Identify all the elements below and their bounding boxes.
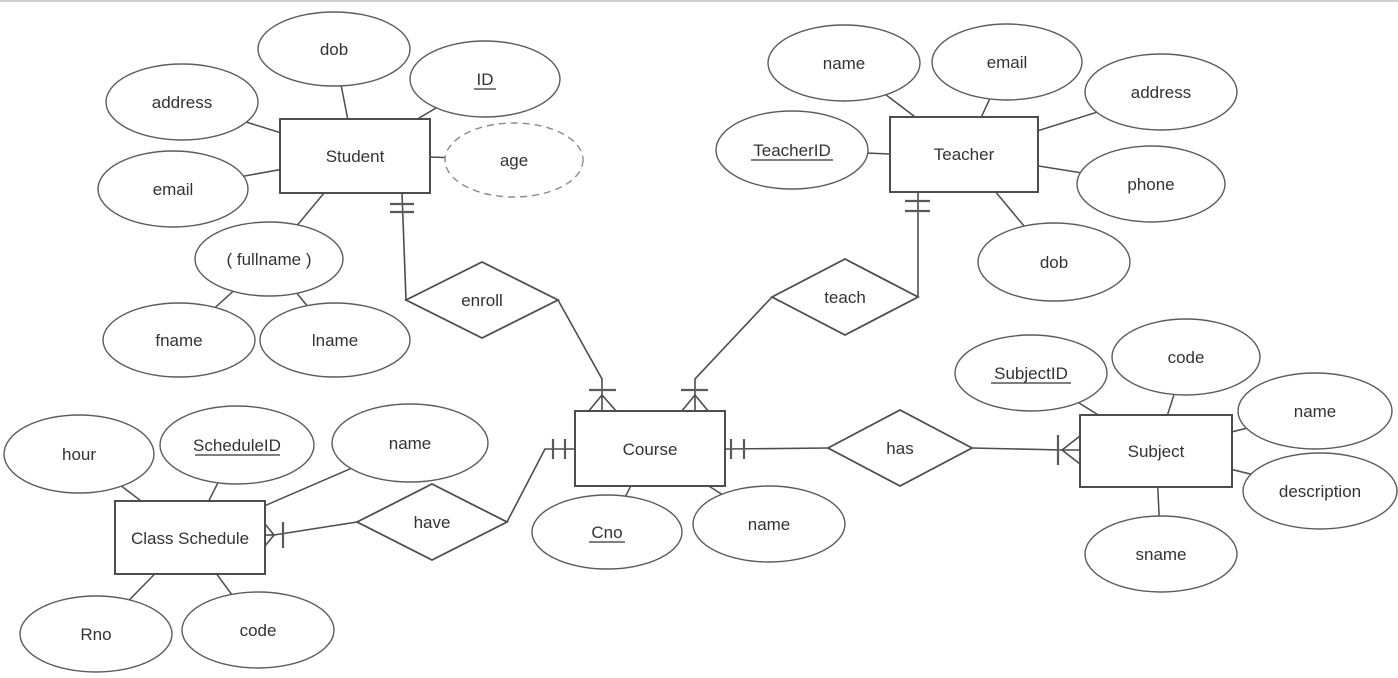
attr-label: email <box>987 53 1028 72</box>
relationship-has-label: has <box>886 439 913 458</box>
line-student-enroll <box>401 192 407 301</box>
line-enroll-course <box>557 299 603 412</box>
entity-teacher-label: Teacher <box>934 145 995 164</box>
attribute-teacher-dob <box>977 222 1131 302</box>
entity-course-label: Course <box>623 440 678 459</box>
attr-label: lname <box>312 331 358 350</box>
attr-label: code <box>1168 348 1205 367</box>
attr-label: fname <box>155 331 202 350</box>
relationship-teach <box>770 257 920 337</box>
attr-label: name <box>389 434 432 453</box>
line-teach-course <box>694 296 773 412</box>
attribute-course-cno <box>531 494 683 570</box>
attr-label: code <box>240 621 277 640</box>
attr-label: hour <box>62 445 96 464</box>
attr-label-pk: ScheduleID <box>193 436 281 455</box>
attribute-subject-sname <box>1084 515 1238 593</box>
entity-student <box>279 118 431 194</box>
entity-nodes <box>114 116 1233 575</box>
attr-label-pk: TeacherID <box>753 141 830 160</box>
attribute-student-id <box>409 40 561 118</box>
attribute-course-name <box>692 485 846 563</box>
relationship-has <box>826 408 974 488</box>
attribute-schedule-hour <box>3 414 155 494</box>
entity-course <box>574 410 726 487</box>
attribute-schedule-scheduleid <box>159 405 315 485</box>
attr-label-pk: Cno <box>591 523 622 542</box>
entity-class-schedule <box>114 500 266 575</box>
crows-foot <box>587 393 618 413</box>
attribute-teacher-teacherid <box>715 110 869 190</box>
attribute-schedule-code <box>181 591 335 669</box>
attribute-student-fullname <box>194 221 344 297</box>
relationship-teach-label: teach <box>824 288 866 307</box>
cardinality-marks <box>264 199 1081 548</box>
attribute-subject-subjectid <box>954 334 1108 412</box>
attribute-student-lname <box>259 302 411 378</box>
entity-teacher <box>889 116 1039 193</box>
attribute-teacher-email <box>931 23 1083 101</box>
attribute-student-dob <box>257 11 411 87</box>
attribute-nodes <box>3 11 1398 673</box>
attr-label-composite: ( fullname ) <box>226 250 311 269</box>
entity-subject-label: Subject <box>1128 442 1185 461</box>
attribute-student-address <box>105 63 259 141</box>
attr-label: dob <box>1040 253 1068 272</box>
entity-class-schedule-label: Class Schedule <box>131 529 249 548</box>
relationship-nodes <box>355 257 974 562</box>
entity-subject <box>1079 414 1233 488</box>
relationship-have <box>355 482 509 562</box>
attr-label: address <box>152 93 212 112</box>
relationship-have-label: have <box>414 513 451 532</box>
line-course-has <box>724 447 829 450</box>
attr-label-pk: SubjectID <box>994 364 1068 383</box>
relationship-enroll-label: enroll <box>461 291 503 310</box>
attr-label: description <box>1279 482 1361 501</box>
attribute-subject-name <box>1237 372 1393 450</box>
attribute-student-fname <box>102 302 256 378</box>
entity-student-label: Student <box>326 147 385 166</box>
attribute-schedule-name <box>331 403 489 483</box>
attr-label: Rno <box>80 625 111 644</box>
attribute-teacher-name <box>767 24 921 102</box>
attr-label: dob <box>320 40 348 59</box>
attr-label: address <box>1131 83 1191 102</box>
attr-label: name <box>748 515 791 534</box>
attribute-student-age-derived <box>444 122 584 198</box>
attr-label: sname <box>1135 545 1186 564</box>
attr-label-pk: ID <box>477 70 494 89</box>
attribute-teacher-address <box>1084 53 1238 131</box>
attribute-subject-code <box>1111 318 1261 396</box>
attribute-student-email <box>97 150 249 228</box>
attr-label: name <box>823 54 866 73</box>
attr-label: name <box>1294 402 1337 421</box>
attribute-schedule-rno <box>19 595 173 673</box>
line-has-subject <box>971 447 1063 451</box>
relationship-enroll <box>403 260 561 340</box>
line-have-schedule <box>273 521 358 536</box>
crows-foot <box>680 393 710 413</box>
attribute-teacher-phone <box>1076 145 1226 223</box>
attr-label: phone <box>1127 175 1174 194</box>
labels: Student Teacher Course Subject Class Sch… <box>62 40 1361 644</box>
attr-label: email <box>153 180 194 199</box>
attribute-subject-description <box>1242 452 1398 530</box>
attr-label-derived: age <box>500 151 528 170</box>
